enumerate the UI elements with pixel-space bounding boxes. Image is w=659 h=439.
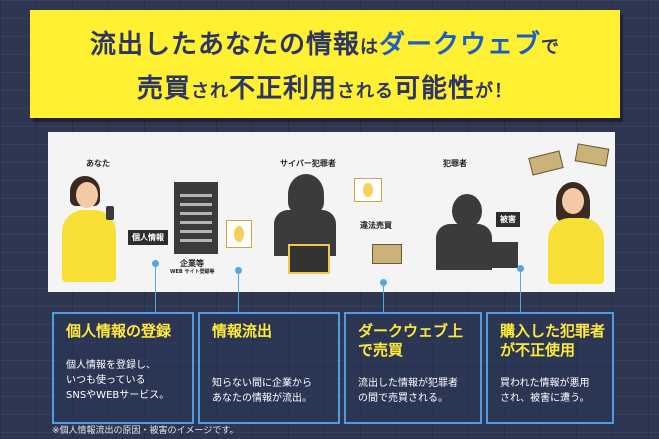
headline-line-2: 売買され不正利用される可能性が！ xyxy=(30,68,620,105)
label-illegal-trade: 違法売買 xyxy=(360,221,392,230)
step-description-line: 個人情報を登録し、 xyxy=(66,360,156,371)
step-title-line: が不正使用 xyxy=(500,341,576,359)
step-description-line: の間で売買される。 xyxy=(358,393,448,404)
smartphone-icon xyxy=(106,206,114,220)
info-card-icon xyxy=(226,220,252,248)
headline-text: され xyxy=(190,81,229,102)
connector-dot xyxy=(152,260,159,267)
you-head xyxy=(76,182,98,208)
step-register-info: 個人情報の登録 個人情報を登録し、 いつも使っている SNSやWEBサービス。 xyxy=(52,312,194,424)
label-cybercriminal: サイバー犯罪者 xyxy=(280,159,336,168)
illustration-panel: あなた 個人情報 企業等 WEB サイト登録等 サイバー犯罪者 違法売買 犯罪者… xyxy=(48,132,615,292)
headline-text: 不正利用 xyxy=(228,74,337,104)
info-card-icon xyxy=(354,178,382,202)
step-title-line: で売買 xyxy=(358,341,404,359)
connector-dot xyxy=(517,265,524,272)
label-company: 企業等 xyxy=(180,259,204,268)
step-description-line: いつも使っている xyxy=(66,375,146,386)
money-icon xyxy=(372,244,402,264)
step-title: 購入した犯罪者 が不正使用 xyxy=(500,322,605,360)
step-title-line: ダークウェブ上 xyxy=(358,322,464,340)
step-title: ダークウェブ上 で売買 xyxy=(358,322,463,360)
you-body xyxy=(62,210,116,282)
headline-text: 可能性 xyxy=(394,74,476,104)
step-description-line: され、被害に遭う。 xyxy=(500,393,590,404)
step-dark-web-trade: ダークウェブ上 で売買 流出した情報が犯罪者 の間で売買される。 xyxy=(344,312,482,424)
criminal-head xyxy=(452,194,482,228)
headline-line-1: 流出したあなたの情報はダークウェブで xyxy=(30,24,620,61)
connector-line xyxy=(383,282,384,313)
headline-text: 流出したあなたの情報 xyxy=(89,30,360,60)
headline-text: が！ xyxy=(475,81,514,102)
victim-body xyxy=(548,218,604,284)
headline-dark-web: ダークウェブ xyxy=(379,30,542,60)
step-description-line: 流出した情報が犯罪者 xyxy=(358,378,458,389)
laptop-icon xyxy=(288,244,330,274)
cybercriminal-head xyxy=(288,174,324,214)
connector-line xyxy=(238,270,239,313)
company-building-icon xyxy=(174,182,218,254)
footnote: ※個人情報流出の原因・被害のイメージです。 xyxy=(52,426,239,436)
step-title: 情報流出 xyxy=(212,322,273,340)
step-info-leak: 情報流出 知らない間に企業から あなたの情報が流出。 xyxy=(198,312,340,424)
damage-arrow: 被害 xyxy=(496,212,520,227)
personal-info-arrow: 個人情報 xyxy=(128,230,168,245)
headline-banner: 流出したあなたの情報はダークウェブで 売買され不正利用される可能性が！ xyxy=(30,10,620,118)
step-description-line: SNSやWEBサービス。 xyxy=(66,390,170,401)
laptop-icon xyxy=(484,242,518,268)
victim-head xyxy=(562,188,584,214)
money-icon xyxy=(528,150,564,176)
label-criminal: 犯罪者 xyxy=(443,159,467,168)
headline-text: される xyxy=(337,81,394,102)
step-title-line: 購入した犯罪者 xyxy=(500,322,606,340)
headline-text: で xyxy=(541,37,561,58)
connector-dot xyxy=(380,279,387,286)
label-company-sub: WEB サイト登録等 xyxy=(170,269,215,275)
headline-text: 売買 xyxy=(136,74,191,104)
label-you: あなた xyxy=(86,159,110,168)
money-icon xyxy=(574,143,610,167)
connector-line xyxy=(155,263,156,313)
headline-text: は xyxy=(360,37,379,58)
connector-line xyxy=(520,268,521,313)
step-description-line: あなたの情報が流出。 xyxy=(212,393,312,404)
step-fraudulent-use: 購入した犯罪者 が不正使用 買われた情報が悪用 され、被害に遭う。 xyxy=(486,312,614,424)
connector-dot xyxy=(235,267,242,274)
criminal-body xyxy=(436,224,492,270)
step-description-line: 買われた情報が悪用 xyxy=(500,378,590,389)
step-title: 個人情報の登録 xyxy=(66,322,172,340)
step-description-line: 知らない間に企業から xyxy=(212,378,312,389)
